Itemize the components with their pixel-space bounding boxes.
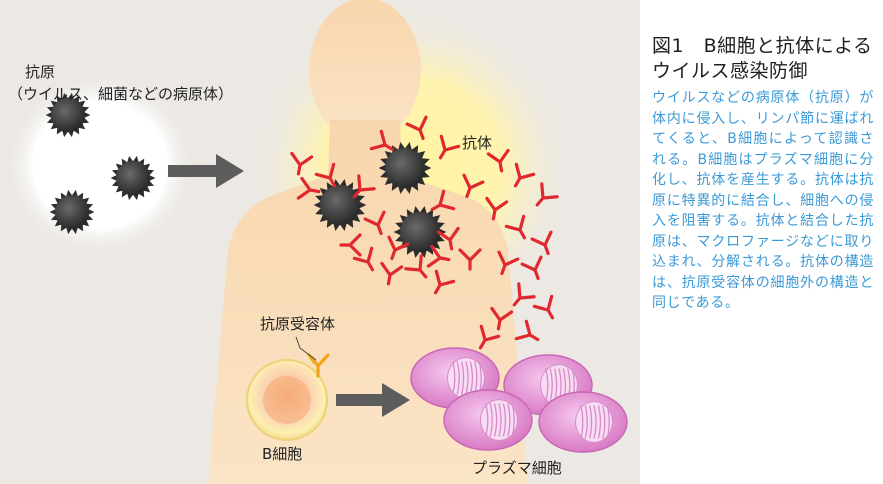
antibody-icon — [534, 296, 561, 322]
caption-body: ウイルスなどの病原体（抗原）が体内に侵入し、リンパ節に運ばれてくると、B細胞によ… — [652, 88, 874, 314]
antigen-sublabel: （ウイルス、細菌などの病原体） — [8, 84, 233, 104]
antigen-label: 抗原 — [25, 62, 55, 82]
diagram-panel: 抗原 （ウイルス、細菌などの病原体） 抗体 抗原受容体 B細胞 プラズマ細胞 — [0, 0, 640, 484]
plasma-cell-label: プラズマ細胞 — [472, 458, 562, 478]
antigen-receptor-label: 抗原受容体 — [260, 314, 335, 334]
figure-caption: 図1 B細胞と抗体によるウイルス感染防御 ウイルスなどの病原体（抗原）が体内に侵… — [652, 34, 874, 314]
b-cell-label: B細胞 — [262, 444, 302, 464]
plasma-cell-icon — [539, 392, 627, 452]
b-cell — [247, 360, 327, 440]
caption-title: 図1 B細胞と抗体によるウイルス感染防御 — [652, 34, 874, 84]
diagram-canvas — [0, 0, 640, 484]
plasma-cell-icon — [444, 390, 532, 450]
antibody-label: 抗体 — [462, 133, 492, 153]
antibody-icon — [516, 321, 542, 348]
